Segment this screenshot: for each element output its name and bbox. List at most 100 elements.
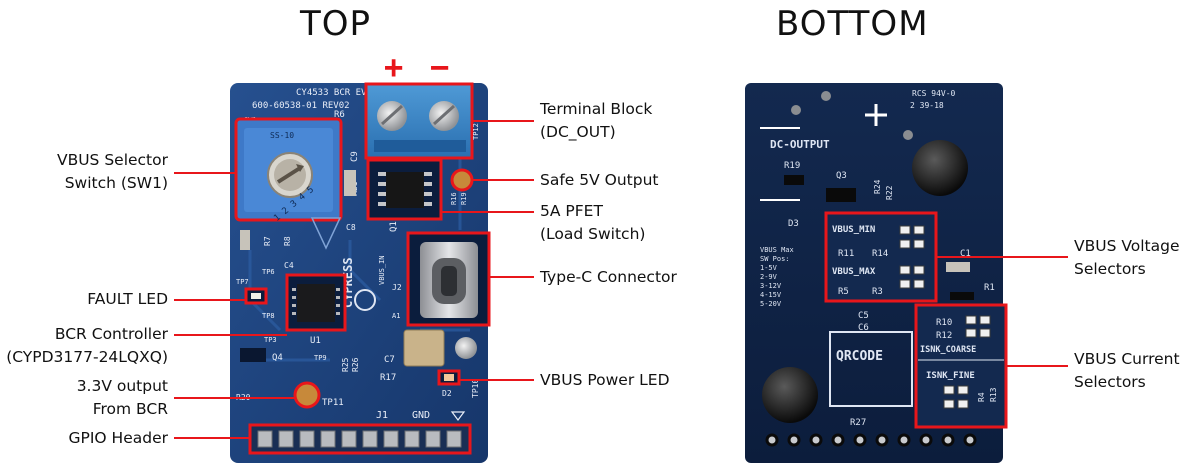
gpio-pin bbox=[383, 430, 399, 448]
silk-tp11: TP11 bbox=[322, 398, 344, 408]
silk-r25: R25 bbox=[341, 357, 350, 372]
header-pad bbox=[919, 433, 933, 447]
safe-5v-output-tp bbox=[450, 168, 474, 192]
silk-date: 2 39-18 bbox=[910, 101, 944, 110]
silk-board-part: 600-60538-01 REV02 bbox=[252, 101, 350, 111]
silk-ss10: SS-10 bbox=[270, 131, 294, 140]
rubber-foot-top bbox=[912, 140, 968, 196]
silk-tp8: TP8 bbox=[262, 312, 275, 320]
callout-vbus-selector-switch: VBUS Selector Switch (SW1) bbox=[56, 151, 168, 192]
gpio-pin bbox=[404, 430, 420, 448]
silk-rcs: RCS 94V-0 bbox=[912, 89, 956, 98]
gpio-pin bbox=[362, 430, 378, 448]
silk-r4: R4 bbox=[977, 392, 986, 402]
callout-vbus-power-led: VBUS Power LED bbox=[540, 371, 670, 389]
callout-vbus-current-selectors: VBUS Current Selectors bbox=[1074, 350, 1180, 391]
bottom-view-title: BOTTOM bbox=[776, 4, 929, 44]
silk-q3: Q3 bbox=[836, 171, 847, 181]
silk-r17: R17 bbox=[380, 373, 396, 383]
bcr-controller-ic bbox=[285, 273, 347, 332]
callout-pfet: 5A PFET (Load Switch) bbox=[540, 202, 646, 243]
silk-c1: C1 bbox=[960, 249, 971, 259]
vbus-table-line: 5-20V bbox=[760, 300, 782, 308]
silk-j2: J2 bbox=[392, 283, 402, 292]
silk-c6: C6 bbox=[858, 323, 869, 333]
vbus-selector-switch: SS-10 1 2 3 4 5 bbox=[234, 117, 343, 224]
bottom-board: RCS 94V-0 2 39-18 DC-OUTPUT R19 Q3 R24 R… bbox=[745, 83, 1008, 463]
silk-gnd: GND bbox=[412, 410, 430, 421]
vbus-table-line: 1-5V bbox=[760, 264, 778, 272]
tp11-3v3-output bbox=[293, 381, 321, 409]
silk-r1: R1 bbox=[984, 283, 995, 293]
callout-fault-led: FAULT LED bbox=[87, 290, 168, 308]
callout-gpio-header: GPIO Header bbox=[68, 429, 169, 447]
silk-tp7: TP7 bbox=[236, 278, 249, 286]
vbus-power-led bbox=[437, 369, 461, 386]
terminal-block bbox=[364, 82, 474, 160]
silk-r7: R7 bbox=[263, 236, 272, 246]
silk-a1: A1 bbox=[392, 312, 400, 320]
silk-tp9: TP9 bbox=[314, 354, 327, 362]
vbus-table-line: 4-15V bbox=[760, 291, 782, 299]
callout-vbus-voltage-selectors: VBUS Voltage Selectors bbox=[1074, 237, 1180, 278]
bottom-header-pads bbox=[765, 433, 977, 447]
header-pad bbox=[941, 433, 955, 447]
header-pad bbox=[853, 433, 867, 447]
gpio-pin bbox=[299, 430, 315, 448]
silk-q1: Q1 bbox=[389, 221, 399, 232]
vbus-current-selectors: R10 R12 ISNK_COARSE ISNK_FINE R4 R13 bbox=[914, 303, 1008, 429]
silk-dc-output: DC-OUTPUT bbox=[770, 138, 830, 151]
gpio-pin bbox=[425, 430, 441, 448]
header-pad bbox=[963, 433, 977, 447]
callout-bcr-controller: BCR Controller (CYPD3177-24LQXQ) bbox=[6, 325, 168, 366]
vbus-voltage-selectors: VBUS_MIN R11 R14 VBUS_MAX R5 R3 bbox=[824, 211, 938, 303]
silk-r24: R24 bbox=[873, 179, 882, 194]
silk-tp12: TP12 bbox=[472, 123, 480, 140]
silk-isnk-fine: ISNK_FINE bbox=[926, 371, 975, 381]
gpio-pin bbox=[341, 430, 357, 448]
silk-tp6: TP6 bbox=[262, 268, 275, 276]
vbus-table-line: VBUS Max bbox=[760, 246, 794, 254]
callout-type-c-connector: Type-C Connector bbox=[540, 268, 677, 286]
type-c-connector bbox=[406, 231, 491, 327]
header-pad bbox=[897, 433, 911, 447]
silk-c8: C8 bbox=[346, 223, 356, 232]
gpio-pin bbox=[320, 430, 336, 448]
header-pad bbox=[875, 433, 889, 447]
gpio-pins bbox=[257, 430, 462, 448]
header-pad bbox=[765, 433, 779, 447]
silk-vbus-min: VBUS_MIN bbox=[832, 225, 875, 235]
vbus-table-line: SW Pos: bbox=[760, 255, 790, 263]
silk-board-name: CY4533 BCR EVK bbox=[296, 88, 372, 98]
header-pad bbox=[809, 433, 823, 447]
silk-c7: C7 bbox=[384, 355, 395, 365]
header-pad bbox=[787, 433, 801, 447]
leader-lines bbox=[174, 120, 1068, 439]
silk-r19: R19 bbox=[460, 192, 468, 205]
silk-r22: R22 bbox=[885, 185, 894, 200]
silk-u1: U1 bbox=[310, 336, 321, 346]
silk-r14: R14 bbox=[872, 249, 888, 259]
silk-d2: D2 bbox=[442, 389, 452, 398]
silk-vbus-max: VBUS_MAX bbox=[832, 267, 876, 277]
silk-j1: J1 bbox=[376, 410, 388, 421]
silk-r13: R13 bbox=[989, 387, 998, 402]
gpio-pin bbox=[278, 430, 294, 448]
gpio-pin bbox=[446, 430, 462, 448]
vbus-table-line: 2-9V bbox=[760, 273, 778, 281]
silk-c5: C5 bbox=[858, 311, 869, 321]
silk-r8: R8 bbox=[283, 236, 292, 246]
gpio-pin bbox=[257, 430, 273, 448]
polarity-plus: + bbox=[384, 48, 403, 86]
silk-r3: R3 bbox=[872, 287, 883, 297]
silk-r6: R6 bbox=[334, 110, 345, 120]
silk-r11: R11 bbox=[838, 249, 854, 259]
callout-3v3-output: 3.3V output From BCR bbox=[76, 377, 168, 418]
top-board: CY4533 BCR EVK 600-60538-01 REV02 SW1 R6… bbox=[230, 48, 491, 463]
silk-tp10: TP10 bbox=[471, 379, 480, 398]
silk-d3: D3 bbox=[788, 219, 799, 229]
silk-r5: R5 bbox=[838, 287, 849, 297]
silk-q4: Q4 bbox=[272, 353, 283, 363]
